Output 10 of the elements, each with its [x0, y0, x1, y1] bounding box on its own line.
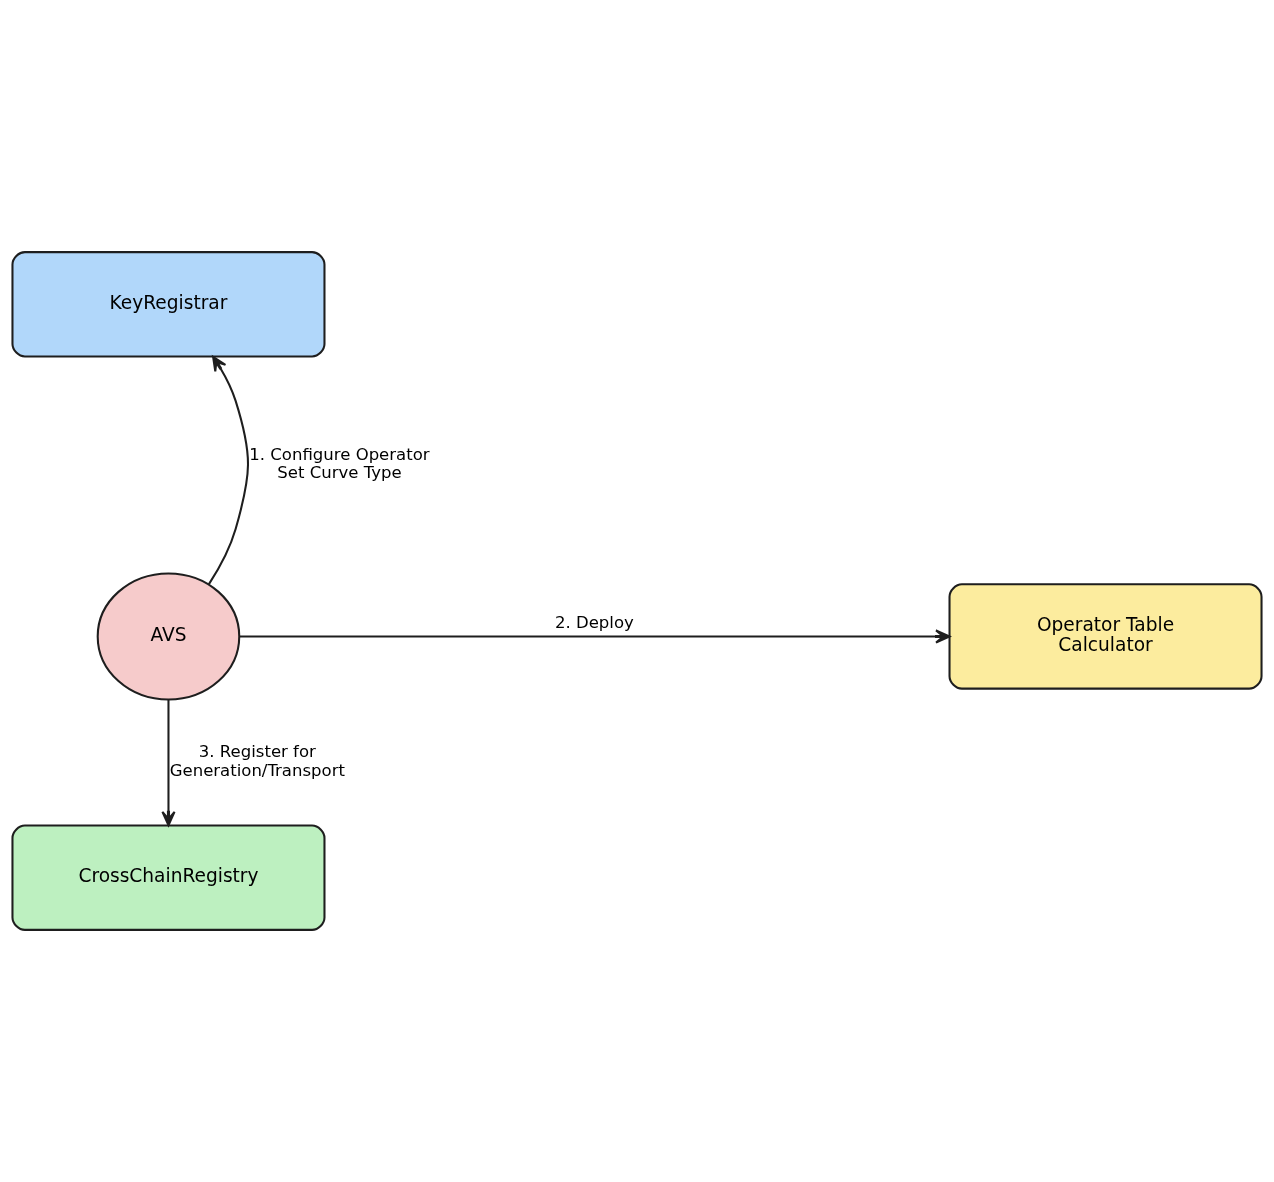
- arrow: [239, 629, 951, 644]
- arrow: [207, 355, 250, 585]
- node-box: KeyRegistrar: [11, 251, 326, 358]
- node-box: CrossChainRegistry: [11, 824, 326, 931]
- edge-label: 2. Deploy: [554, 612, 634, 632]
- edge-label: 1. Configure Operator Set Curve Type: [249, 444, 430, 483]
- arrow: [161, 699, 176, 827]
- node-ellipse: AVS: [96, 572, 241, 701]
- node-box: Operator Table Calculator: [948, 583, 1263, 690]
- edge-label: 3. Register for Generation/Transport: [169, 742, 345, 780]
